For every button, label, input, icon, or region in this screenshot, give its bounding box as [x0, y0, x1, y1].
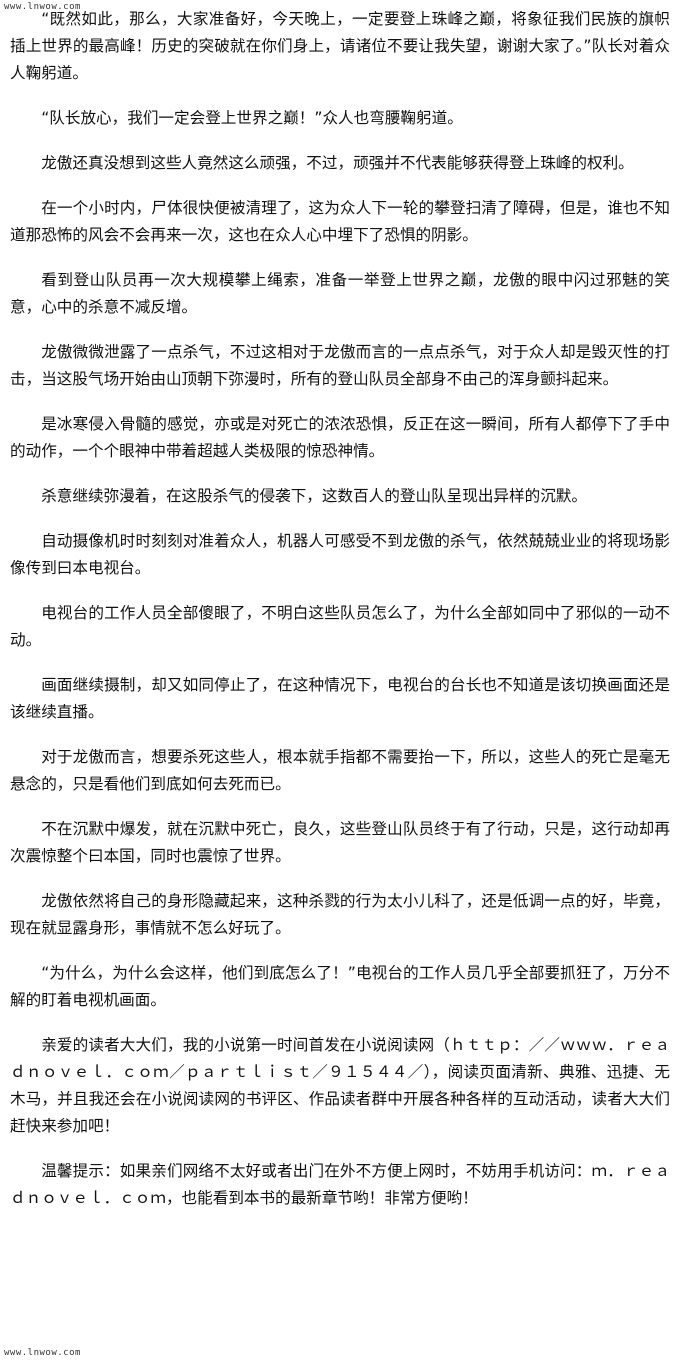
- paragraph: 龙傲依然将自己的身形隐藏起来，这种杀戮的行为太小儿科了，还是低调一点的好，毕竟，…: [10, 892, 670, 937]
- paragraph: 对于龙傲而言，想要杀死这些人，根本就手指都不需要抬一下，所以，这些人的死亡是毫无…: [10, 748, 670, 793]
- paragraph-promo: 亲爱的读者大大们，我的小说第一时间首发在小说阅读网（ｈｔｔｐ：／／ｗｗｗ．ｒｅａ…: [10, 1036, 670, 1135]
- paragraph: 画面继续摄制，却又如同停止了，在这种情况下，电视台的台长也不知道是该切换画面还是…: [10, 676, 670, 721]
- watermark-bottom: www.lnwow.com: [4, 1348, 81, 1358]
- paragraph: 龙傲微微泄露了一点杀气，不过这相对于龙傲而言的一点点杀气，对于众人却是毁灭性的打…: [10, 343, 670, 388]
- paragraph: 自动摄像机时时刻刻对准着众人，机器人可感受不到龙傲的杀气，依然兢兢业业的将现场影…: [10, 532, 670, 577]
- paragraph: “为什么，为什么会这样，他们到底怎么了！”电视台的工作人员几乎全部要抓狂了，万分…: [10, 964, 670, 1009]
- paragraph: 杀意继续弥漫着，在这股杀气的侵袭下，这数百人的登山队呈现出异样的沉默。: [41, 487, 587, 505]
- chapter-body: “既然如此，那么，大家准备好，今天晚上，一定要登上珠峰之巅，将象征我们民族的旗帜…: [10, 6, 670, 1230]
- paragraph: 看到登山队员再一次大规模攀上绳索，准备一举登上世界之巅，龙傲的眼中闪过邪魅的笑意…: [10, 271, 670, 316]
- watermark-top: www.lnwow.com: [4, 2, 81, 12]
- paragraph: “既然如此，那么，大家准备好，今天晚上，一定要登上珠峰之巅，将象征我们民族的旗帜…: [10, 10, 670, 82]
- paragraph: “队长放心，我们一定会登上世界之巅！”众人也弯腰鞠躬道。: [41, 109, 463, 127]
- paragraph: 是冰寒侵入骨髓的感觉，亦或是对死亡的浓浓恐惧，反正在这一瞬间，所有人都停下了手中…: [10, 415, 670, 460]
- paragraph: 在一个小时内，尸体很快便被清理了，这为众人下一轮的攀登扫清了障碍，但是，谁也不知…: [10, 199, 670, 244]
- paragraph-tip: 温馨提示：如果亲们网络不太好或者出门在外不方便上网时，不妨用手机访问：ｍ．ｒｅａ…: [10, 1162, 670, 1207]
- paragraph: 电视台的工作人员全部傻眼了，不明白这些队员怎么了，为什么全部如同中了邪似的一动不…: [10, 604, 670, 649]
- paragraph: 不在沉默中爆发，就在沉默中死亡，良久，这些登山队员终于有了行动，只是，这行动却再…: [10, 820, 670, 865]
- paragraph: 龙傲还真没想到这些人竟然这么顽强，不过，顽强并不代表能够获得登上珠峰的权利。: [41, 154, 634, 172]
